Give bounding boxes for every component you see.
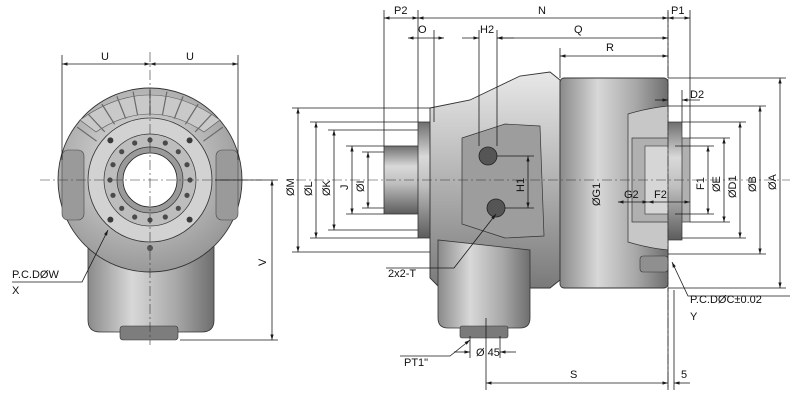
u-left-label: U <box>101 51 109 63</box>
l-label: ØL <box>303 181 315 196</box>
front-port-boss <box>119 325 179 341</box>
y-label: Y <box>690 311 698 323</box>
five-label: 5 <box>681 369 687 381</box>
port-boss <box>459 325 509 339</box>
bolt-hole <box>107 177 113 183</box>
bolt-hole <box>162 214 168 220</box>
front-bolt-holes <box>107 137 193 223</box>
pcd-w-leader <box>12 229 109 283</box>
flange-hole <box>107 216 114 223</box>
g1-label: ØG1 <box>591 183 603 206</box>
s-label: S <box>570 369 577 381</box>
a-label: ØA <box>767 173 779 190</box>
g2-label: G2 <box>624 189 639 201</box>
fin <box>161 91 168 116</box>
h2-label: H2 <box>480 24 494 36</box>
u-right-label: U <box>186 51 194 63</box>
bolt-hole <box>162 140 168 146</box>
pcd-c-leader <box>671 261 790 297</box>
fin <box>184 103 199 125</box>
e-label: ØE <box>711 176 723 192</box>
bolt-hole <box>175 205 181 211</box>
bolt-hole <box>110 162 116 168</box>
bolt-hole <box>132 214 138 220</box>
i-label: ØI <box>355 180 367 192</box>
distributor-cutaway <box>461 123 545 239</box>
n-label: N <box>538 5 546 17</box>
v-label: V <box>257 258 269 266</box>
d2-label: D2 <box>690 89 704 101</box>
front-view: U U V P.C.DØW X <box>12 51 278 345</box>
fin <box>76 126 97 142</box>
bolt-hole <box>184 192 190 198</box>
pcd-w-label: P.C.DØW <box>12 269 59 281</box>
p2-label: P2 <box>394 5 407 17</box>
pt-leader <box>400 339 471 357</box>
f2-label: F2 <box>654 189 667 201</box>
fin <box>203 126 224 142</box>
m-label: ØM <box>285 178 297 196</box>
front-bolt-stud <box>639 255 669 273</box>
h1-label: H1 <box>515 178 527 192</box>
r-label: R <box>606 42 614 54</box>
fin <box>116 96 127 119</box>
pcd-c-label: P.C.DØC±0.02 <box>690 294 762 306</box>
fin <box>87 113 106 133</box>
bolt-hole <box>132 140 138 146</box>
port-h1-upper <box>478 146 498 166</box>
bolt-hole <box>119 149 125 155</box>
b-label: ØB <box>747 176 759 192</box>
pt-label: PT1" <box>404 357 428 369</box>
bolt-hole <box>110 192 116 198</box>
distributor-lower <box>437 239 531 329</box>
bolt-hole <box>147 137 153 143</box>
front-pad-right <box>215 149 239 221</box>
t-leader <box>386 213 497 269</box>
q-label: Q <box>574 24 583 36</box>
fin <box>101 103 116 125</box>
d1-label: ØD1 <box>727 175 739 198</box>
front-small-hole <box>147 245 153 251</box>
f1-label: F1 <box>695 177 707 190</box>
t-label: 2x2-T <box>388 268 416 280</box>
flange-hole <box>186 216 193 223</box>
fin <box>132 91 139 116</box>
front-flange-right <box>667 121 683 241</box>
dia45-label: Ø 45 <box>476 347 500 359</box>
front-pad-left <box>61 149 85 221</box>
fin <box>194 113 213 133</box>
p1-label: P1 <box>671 5 684 17</box>
x-label: X <box>12 285 20 297</box>
flange-hole <box>186 137 193 144</box>
o-label: O <box>418 24 427 36</box>
fin <box>173 96 184 119</box>
bolt-hole <box>184 162 190 168</box>
side-view: P2 N P1 O H2 Q R D2 ØM ØL ØK <box>285 5 790 390</box>
j-label: J <box>339 185 351 191</box>
flange-hole <box>107 137 114 144</box>
k-label: ØK <box>321 179 333 196</box>
bolt-hole <box>119 205 125 211</box>
bolt-hole <box>175 149 181 155</box>
